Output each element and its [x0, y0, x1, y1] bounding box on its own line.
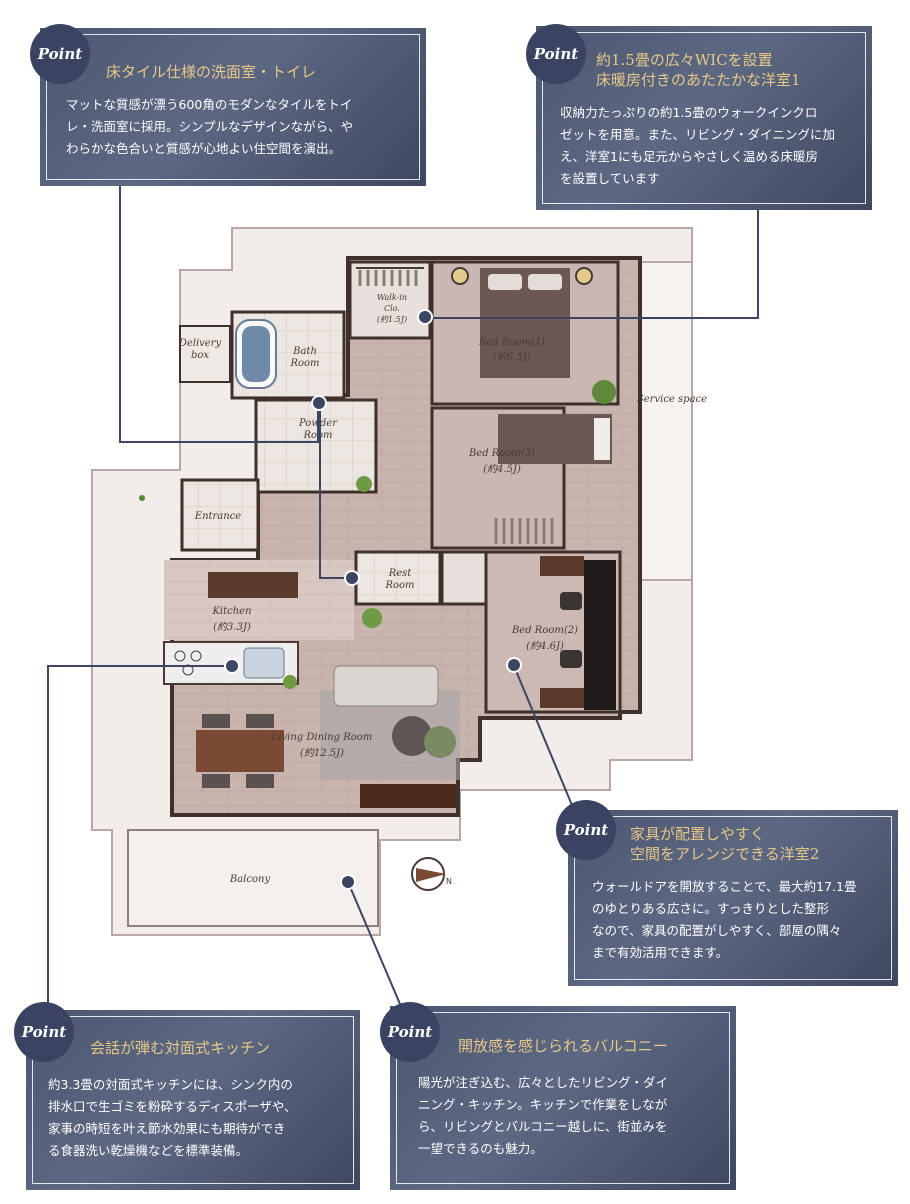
label-rest: Rest	[388, 568, 413, 579]
leader-dot-powder	[311, 395, 327, 411]
svg-text:Service space: Service space	[637, 394, 707, 405]
label-wic: Walk-in	[377, 293, 407, 302]
label-bed-2: Bed Room(2)	[511, 625, 578, 636]
callout-frame	[32, 1016, 354, 1184]
point-badge: Point	[526, 24, 586, 84]
label-bed-3: Bed Room(3)	[468, 448, 535, 459]
svg-text:Living Dining Room(約12.5J): Living Dining Room(約12.5J)	[271, 732, 373, 759]
leader-dot-rest	[344, 570, 360, 586]
leader-dot-wic	[417, 309, 433, 325]
point-callout-tile-floor: 床タイル仕様の洗面室・トイレ マットな質感が漂う600角のモダンなタイルをトイ …	[40, 28, 426, 186]
label-bath: Bath	[292, 346, 317, 357]
label-balcony: Balcony	[229, 874, 271, 885]
leader-dot-kitchen	[224, 658, 240, 674]
callout-title: 開放感を感じられるバルコニー	[458, 1037, 668, 1055]
svg-text:Bed Room(1)(約6.5J): Bed Room(1)(約6.5J)	[478, 337, 545, 363]
compass-icon: N	[411, 857, 452, 891]
compass-label: N	[446, 877, 452, 886]
label-delivery-box: Delivery	[178, 338, 222, 349]
callout-frame	[574, 816, 892, 980]
point-badge: Point	[380, 1002, 440, 1062]
callout-title: 約1.5畳の広々WICを設置 床暖房付きのあたたかな洋室1	[596, 51, 801, 89]
label-entrance: Entrance	[194, 511, 242, 522]
svg-text:Bed Room(3)(約4.5J): Bed Room(3)(約4.5J)	[468, 448, 535, 475]
label-ldr: Living Dining Room	[271, 732, 373, 743]
point-callout-balcony: 開放感を感じられるバルコニー 陽光が注ぎ込む、広々としたリビング・ダイ ニング・…	[390, 1006, 736, 1190]
callout-title: 床タイル仕様の洗面室・トイレ	[106, 63, 317, 81]
label-kitchen: Kitchen	[211, 606, 251, 617]
callout-body: 陽光が注ぎ込む、広々としたリビング・ダイ ニング・キッチン。キッチンで作業をしな…	[418, 1075, 669, 1156]
point-badge: Point	[14, 1002, 74, 1062]
point-badge: Point	[556, 800, 616, 860]
callout-title: 家具が配置しやすく 空間をアレンジできる洋室2	[630, 825, 820, 863]
callout-body: 収納力たっぷりの約1.5畳のウォークインクロ ゼットを用意。また、リビング・ダイ…	[560, 105, 836, 186]
point-callout-kitchen: 会話が弾む対面式キッチン 約3.3畳の対面式キッチンには、シンク内の 排水口で生…	[26, 1010, 360, 1190]
callout-body: マットな質感が漂う600角のモダンなタイルをトイ レ・洗面室に採用。シンプルなデ…	[66, 97, 354, 156]
callout-body: ウォールドアを開放することで、最大約17.1畳 のゆとりある広さに。すっきりとし…	[592, 879, 857, 960]
point-badge: Point	[30, 24, 90, 84]
leader-lines	[47, 186, 759, 1010]
svg-text:Bed Room(2)(約4.6J): Bed Room(2)(約4.6J)	[511, 625, 578, 652]
svg-text:Kitchen(約3.3J): Kitchen(約3.3J)	[211, 606, 251, 633]
svg-text:Entrance: Entrance	[194, 511, 242, 522]
callout-frame	[542, 32, 866, 204]
callout-frame	[396, 1012, 730, 1184]
leader-dot-balcony	[340, 874, 356, 890]
svg-text:Balcony: Balcony	[229, 874, 271, 885]
point-callout-wic: 約1.5畳の広々WICを設置 床暖房付きのあたたかな洋室1 収納力たっぷりの約1…	[536, 26, 872, 210]
callout-title: 会話が弾む対面式キッチン	[90, 1039, 271, 1057]
point-callout-bed-2: 家具が配置しやすく 空間をアレンジできる洋室2 ウォールドアを開放することで、最…	[568, 810, 898, 986]
label-bed-1: Bed Room(1)	[478, 337, 545, 348]
leader-dot-bed-2	[506, 657, 522, 673]
callout-body: 約3.3畳の対面式キッチンには、シンク内の 排水口で生ゴミを粉砕するディスポーザ…	[48, 1077, 297, 1158]
furniture	[139, 267, 616, 860]
balcony-area	[127, 829, 379, 927]
label-service-space: Service space	[637, 394, 707, 405]
callout-frame	[46, 34, 420, 180]
